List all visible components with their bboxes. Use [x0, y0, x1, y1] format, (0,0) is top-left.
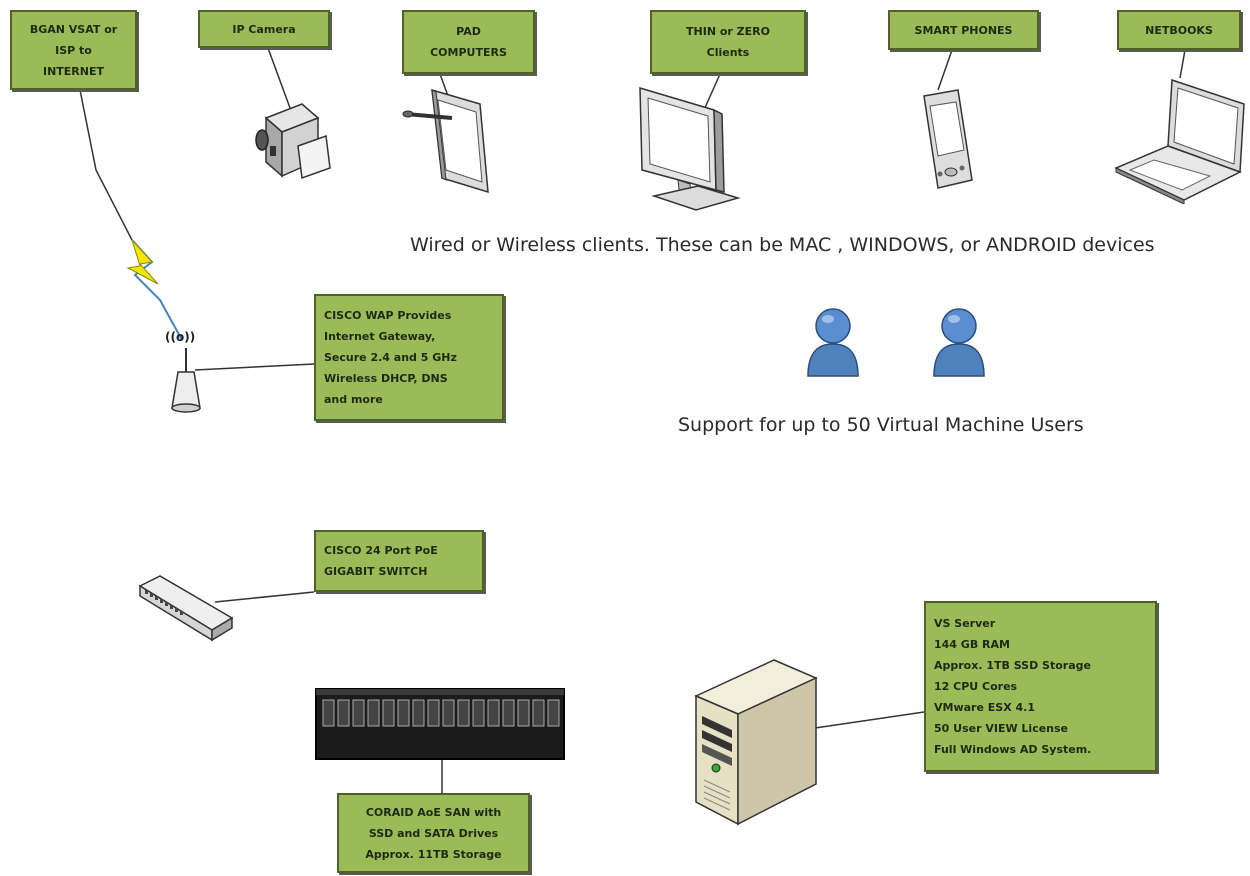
wap-label-box: CISCO WAP Provides Internet Gateway, Sec…	[314, 294, 504, 421]
drive-bay	[442, 699, 455, 727]
thin-link-line	[703, 73, 721, 111]
lightning-bolt-icon	[126, 239, 159, 285]
netbooks-label: NETBOOKS	[1145, 23, 1213, 37]
drive-bay	[382, 699, 395, 727]
drive-bay	[412, 699, 425, 727]
user-icon	[807, 308, 859, 377]
wap-label-line: Wireless DHCP, DNS	[324, 372, 448, 385]
bgan-label-line: ISP to	[55, 43, 92, 57]
drive-bay	[517, 699, 530, 727]
drive-bay	[352, 699, 365, 727]
ip-camera-label-box: IP Camera	[198, 10, 330, 48]
drive-bay	[547, 699, 560, 727]
pad-computer-icon	[402, 88, 489, 194]
wap-signal-label: ((o))	[165, 330, 196, 344]
drive-bay	[502, 699, 515, 727]
server-label-line: 12 CPU Cores	[934, 680, 1018, 693]
drive-bay	[337, 699, 350, 727]
server-label-box: VS Server 144 GB RAM Approx. 1TB SSD Sto…	[924, 601, 1157, 772]
pad-label-box: PAD COMPUTERS	[402, 10, 535, 74]
thin-client-monitor-icon	[639, 86, 741, 211]
drive-bay	[487, 699, 500, 727]
wap-label-line: Secure 2.4 and 5 GHz	[324, 351, 457, 364]
smart-phones-label-box: SMART PHONES	[888, 10, 1039, 50]
server-link-line	[814, 711, 925, 729]
pad-link-line	[439, 73, 449, 97]
drive-bay	[397, 699, 410, 727]
netbooks-label-box: NETBOOKS	[1117, 10, 1241, 50]
server-tower-icon	[694, 659, 818, 826]
drive-bay	[322, 699, 335, 727]
wap-label-line: Internet Gateway,	[324, 330, 436, 343]
smart-phone-icon	[923, 89, 973, 189]
san-storage-array-icon	[315, 688, 565, 760]
server-label-line: Approx. 1TB SSD Storage	[934, 659, 1091, 672]
san-label-line: CORAID AoE SAN with	[365, 805, 502, 819]
drive-bay	[532, 699, 545, 727]
ip-camera-label: IP Camera	[232, 22, 296, 36]
server-label-line: Full Windows AD System.	[934, 743, 1092, 756]
wap-label-line: CISCO WAP Provides	[324, 309, 452, 322]
drive-bay	[427, 699, 440, 727]
switch-label-box: CISCO 24 Port PoE GIGABIT SWITCH	[314, 530, 484, 592]
smart-phones-label: SMART PHONES	[914, 23, 1013, 37]
san-label-line: SSD and SATA Drives	[368, 826, 499, 840]
switch-link-line	[214, 591, 315, 603]
server-label-line: 50 User VIEW License	[934, 722, 1069, 735]
thin-clients-label-box: THIN or ZERO Clients	[650, 10, 806, 74]
switch-label-line: GIGABIT SWITCH	[324, 565, 428, 578]
pad-label-line: PAD	[456, 25, 481, 38]
internet-link-line	[79, 89, 133, 241]
network-switch-icon	[138, 575, 234, 642]
san-label-line: Approx. 11TB Storage	[365, 847, 502, 861]
bgan-label-box: BGAN VSAT or ISP to INTERNET	[10, 10, 137, 90]
switch-label-line: CISCO 24 Port PoE	[324, 544, 438, 557]
wireless-access-point-icon	[171, 348, 201, 413]
san-label-box: CORAID AoE SAN with SSD and SATA Drives …	[337, 793, 530, 873]
netbook-icon	[1114, 78, 1245, 204]
bgan-label-line: INTERNET	[42, 64, 104, 78]
ip-camera-icon	[255, 103, 331, 180]
camera-link-line	[267, 47, 291, 109]
drive-bay	[457, 699, 470, 727]
clients-caption: Wired or Wireless clients. These can be …	[410, 234, 1155, 256]
pad-label-line: COMPUTERS	[430, 46, 507, 59]
server-label-line: VMware ESX 4.1	[934, 701, 1035, 714]
users-caption: Support for up to 50 Virtual Machine Use…	[678, 414, 1084, 436]
wap-link-line	[194, 363, 315, 371]
drive-bay	[367, 699, 380, 727]
wap-label-line: and more	[324, 393, 383, 406]
server-label-line: VS Server	[934, 617, 996, 630]
server-label-line: 144 GB RAM	[934, 638, 1010, 651]
bgan-label-line: BGAN VSAT or	[29, 22, 118, 36]
user-icon	[933, 308, 985, 377]
netbook-link-line	[1179, 49, 1186, 79]
thin-clients-label-line: THIN or ZERO	[686, 25, 770, 38]
phone-link-line	[937, 49, 953, 91]
drive-bay	[472, 699, 485, 727]
thin-clients-label-line: Clients	[706, 46, 750, 59]
